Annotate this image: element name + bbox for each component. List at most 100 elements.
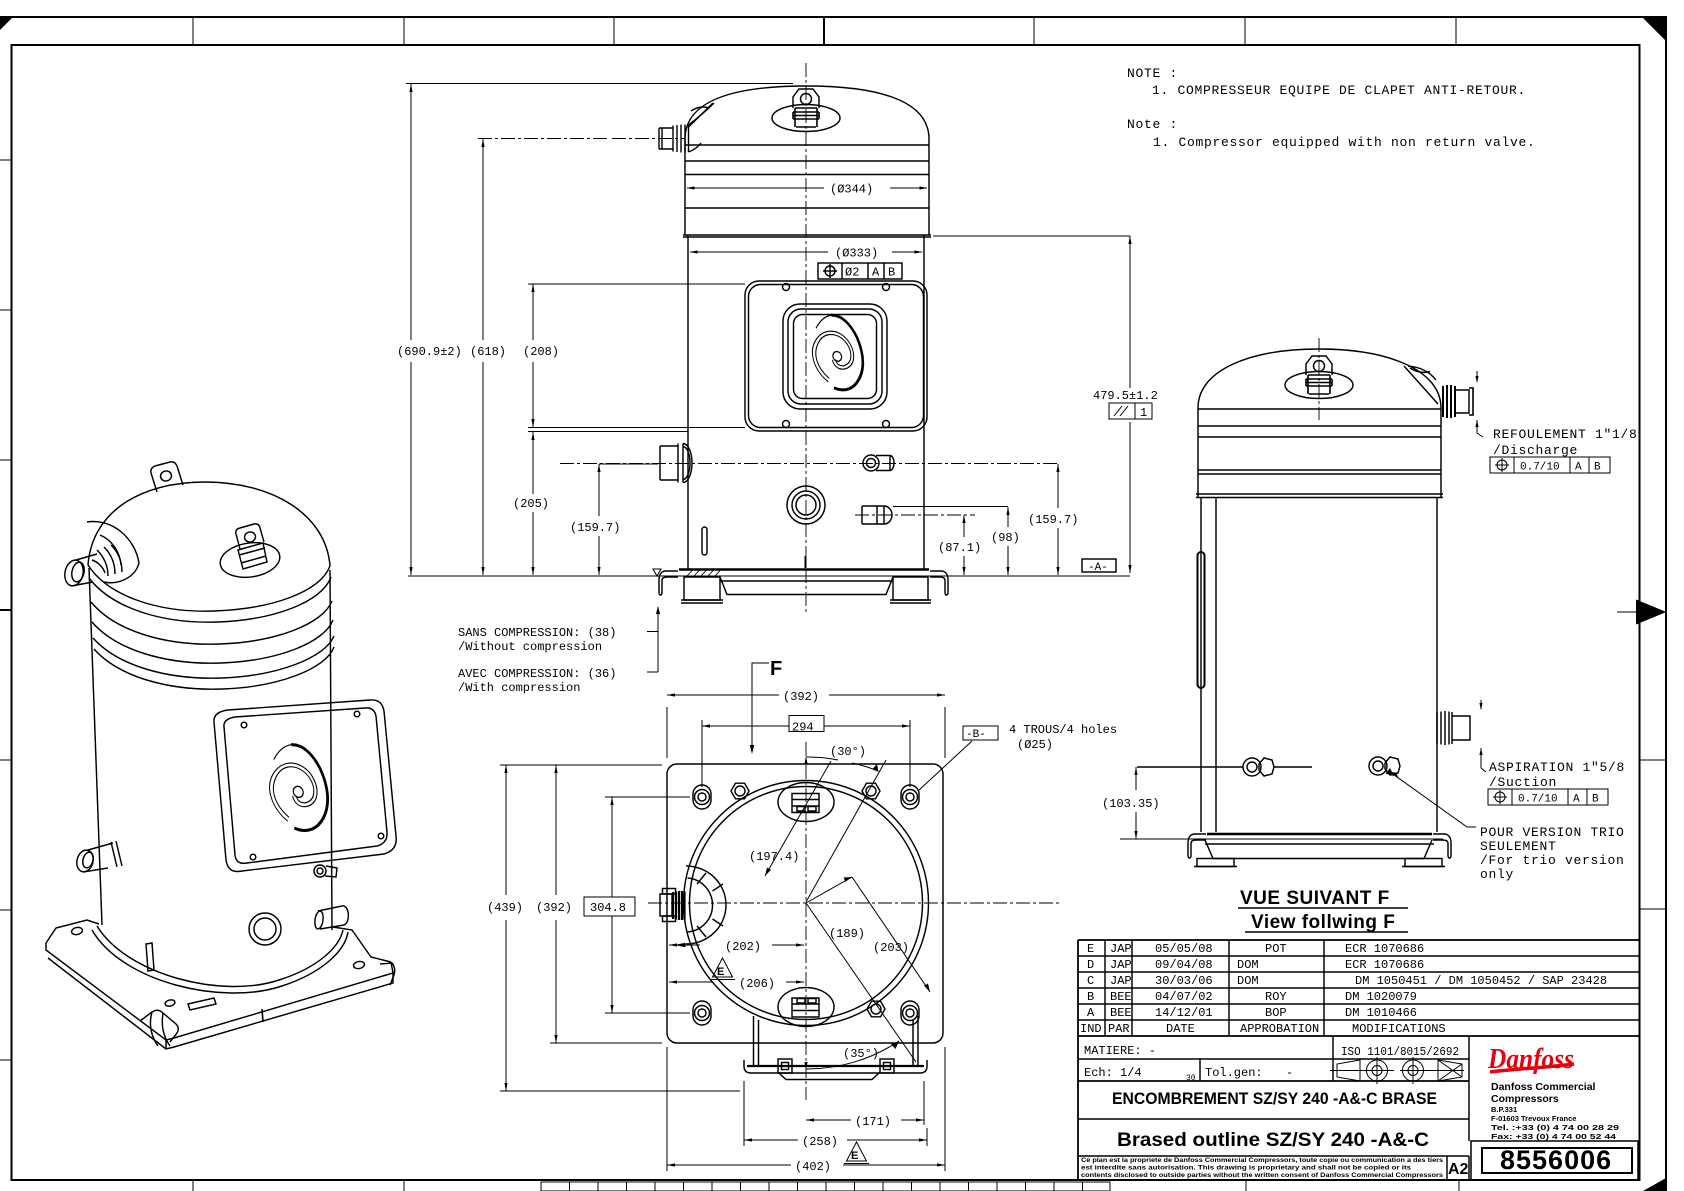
svg-text:(208): (208) bbox=[523, 345, 559, 359]
svg-text:SEULEMENT: SEULEMENT bbox=[1480, 839, 1557, 854]
svg-text:MATIERE: -: MATIERE: - bbox=[1084, 1044, 1156, 1058]
svg-text:View follwing F: View follwing F bbox=[1251, 912, 1395, 933]
svg-text:-A-: -A- bbox=[1088, 562, 1108, 574]
svg-text:30/03/06: 30/03/06 bbox=[1155, 974, 1213, 988]
svg-text:0.7/10: 0.7/10 bbox=[1520, 462, 1560, 474]
svg-text:F-01603 Trevoux France: F-01603 Trevoux France bbox=[1491, 1114, 1576, 1123]
svg-text:Tol.gen:: Tol.gen: bbox=[1205, 1066, 1263, 1080]
svg-text:JAP: JAP bbox=[1110, 974, 1132, 988]
svg-text:IND: IND bbox=[1080, 1022, 1102, 1036]
svg-text:Note :: Note : bbox=[1127, 117, 1178, 132]
svg-text:NOTE :: NOTE : bbox=[1127, 66, 1178, 81]
svg-text:POUR VERSION TRIO: POUR VERSION TRIO bbox=[1480, 825, 1625, 840]
svg-text:(35°): (35°) bbox=[843, 1047, 879, 1061]
svg-text:ECR 1070686: ECR 1070686 bbox=[1345, 958, 1424, 972]
svg-text:DM 1020079: DM 1020079 bbox=[1345, 990, 1417, 1004]
svg-text:(Ø344): (Ø344) bbox=[830, 183, 873, 197]
svg-text:(87.1): (87.1) bbox=[938, 541, 981, 555]
svg-text:BEE: BEE bbox=[1110, 1006, 1132, 1020]
svg-text:DM 1050451 / DM 1050452 / SAP: DM 1050451 / DM 1050452 / SAP 23428 bbox=[1355, 974, 1607, 988]
svg-text:BEE: BEE bbox=[1110, 990, 1132, 1004]
svg-text:(205): (205) bbox=[513, 497, 549, 511]
svg-text:E: E bbox=[717, 966, 724, 978]
svg-text:(Ø333): (Ø333) bbox=[835, 247, 878, 261]
svg-text:A: A bbox=[1087, 1006, 1095, 1020]
svg-text:1. COMPRESSEUR EQUIPE DE CLAPE: 1. COMPRESSEUR EQUIPE DE CLAPET ANTI-RET… bbox=[1152, 83, 1526, 98]
svg-text:Tel. :+33 (0) 4 74 00 28 29: Tel. :+33 (0) 4 74 00 28 29 bbox=[1491, 1123, 1619, 1132]
svg-text:05/05/08: 05/05/08 bbox=[1155, 942, 1213, 956]
svg-text:MODIFICATIONS: MODIFICATIONS bbox=[1352, 1022, 1446, 1036]
svg-text:ENCOMBREMENT SZ/SY 240 -A&-C B: ENCOMBREMENT SZ/SY 240 -A&-C BRASE bbox=[1112, 1089, 1437, 1108]
svg-text:Ce plan est la propriete de Da: Ce plan est la propriete de Danfoss Comm… bbox=[1081, 1157, 1444, 1164]
svg-text:only: only bbox=[1480, 867, 1514, 882]
svg-text:(392): (392) bbox=[536, 901, 572, 915]
svg-text:AVEC COMPRESSION: (36): AVEC COMPRESSION: (36) bbox=[458, 667, 616, 681]
svg-text:1. Compressor equipped with no: 1. Compressor equipped with non return v… bbox=[1153, 135, 1536, 150]
svg-text:Compressors: Compressors bbox=[1491, 1093, 1559, 1105]
svg-text:DOM: DOM bbox=[1237, 958, 1259, 972]
svg-text:/Discharge: /Discharge bbox=[1493, 443, 1578, 458]
svg-text:-B-: -B- bbox=[966, 729, 986, 741]
svg-text:ISO 1101/8015/2692: ISO 1101/8015/2692 bbox=[1341, 1045, 1459, 1059]
svg-text:VUE SUIVANT F: VUE SUIVANT F bbox=[1240, 888, 1390, 909]
svg-text:APPROBATION: APPROBATION bbox=[1240, 1022, 1319, 1036]
svg-text:(103.35): (103.35) bbox=[1102, 797, 1160, 811]
svg-text:JAP: JAP bbox=[1110, 942, 1132, 956]
svg-text:ASPIRATION 1"5/8: ASPIRATION 1"5/8 bbox=[1489, 760, 1625, 775]
svg-text:(203): (203) bbox=[873, 941, 909, 955]
svg-text:F: F bbox=[770, 658, 782, 680]
svg-text:(258): (258) bbox=[802, 1135, 838, 1149]
svg-text:/For trio version: /For trio version bbox=[1480, 853, 1625, 868]
svg-text:B: B bbox=[888, 266, 895, 280]
svg-text:04/07/02: 04/07/02 bbox=[1155, 990, 1213, 1004]
svg-text:(392): (392) bbox=[783, 690, 819, 704]
svg-text:BOP: BOP bbox=[1265, 1006, 1287, 1020]
svg-text:(159.7): (159.7) bbox=[570, 521, 620, 535]
svg-text:DATE: DATE bbox=[1166, 1022, 1195, 1036]
svg-text:30: 30 bbox=[1186, 1074, 1196, 1083]
svg-text:09/04/08: 09/04/08 bbox=[1155, 958, 1213, 972]
svg-text:Ø2: Ø2 bbox=[845, 266, 859, 280]
svg-text:ROY: ROY bbox=[1265, 990, 1287, 1004]
svg-text:contents disclosed to outside: contents disclosed to outside parties wi… bbox=[1081, 1172, 1444, 1179]
svg-text:0.7/10: 0.7/10 bbox=[1518, 794, 1558, 806]
svg-text:B: B bbox=[1087, 990, 1094, 1004]
svg-text:(439): (439) bbox=[487, 901, 523, 915]
svg-text:JAP: JAP bbox=[1110, 958, 1132, 972]
svg-text:(402): (402) bbox=[795, 1160, 831, 1174]
svg-text:A: A bbox=[872, 266, 880, 280]
svg-text:B: B bbox=[1592, 794, 1599, 806]
svg-text:B: B bbox=[1594, 462, 1601, 474]
svg-text:304.8: 304.8 bbox=[590, 901, 626, 915]
svg-text:Danfoss Commercial: Danfoss Commercial bbox=[1491, 1081, 1596, 1093]
svg-text:B.P.331: B.P.331 bbox=[1491, 1105, 1517, 1114]
svg-text:(159.7): (159.7) bbox=[1028, 513, 1078, 527]
svg-text:ECR 1070686: ECR 1070686 bbox=[1345, 942, 1424, 956]
svg-text:(30°): (30°) bbox=[830, 745, 866, 759]
svg-text:est interdite sans autorisatio: est interdite sans autorisation. This dr… bbox=[1081, 1165, 1412, 1172]
svg-text:A: A bbox=[1575, 462, 1582, 474]
svg-text:/Suction: /Suction bbox=[1489, 775, 1557, 790]
svg-text:/With compression: /With compression bbox=[458, 681, 580, 695]
svg-text:E: E bbox=[851, 1150, 858, 1162]
svg-text:D: D bbox=[1087, 958, 1094, 972]
svg-text:A: A bbox=[1573, 794, 1580, 806]
svg-text:Fax: +33 (0) 4 74 00 52 44: Fax: +33 (0) 4 74 00 52 44 bbox=[1491, 1132, 1617, 1141]
svg-text:294: 294 bbox=[792, 721, 814, 735]
svg-text:/Without compression: /Without compression bbox=[458, 640, 602, 654]
svg-text:-: - bbox=[1286, 1066, 1293, 1080]
svg-text:(98): (98) bbox=[991, 531, 1020, 545]
svg-text:(690.9±2): (690.9±2) bbox=[397, 345, 462, 359]
svg-text:8556006: 8556006 bbox=[1500, 1145, 1612, 1175]
svg-text:(171): (171) bbox=[855, 1115, 891, 1129]
svg-text:(197.4): (197.4) bbox=[749, 850, 799, 864]
svg-text:PAR: PAR bbox=[1108, 1022, 1130, 1036]
svg-text:POT: POT bbox=[1265, 942, 1287, 956]
svg-text:Ech: 1/4: Ech: 1/4 bbox=[1084, 1066, 1142, 1080]
svg-text:E: E bbox=[1087, 942, 1094, 956]
svg-text:SANS COMPRESSION: (38): SANS COMPRESSION: (38) bbox=[458, 626, 616, 640]
svg-text:Brased outline SZ/SY 240 -A&-C: Brased outline SZ/SY 240 -A&-C bbox=[1117, 1130, 1429, 1151]
svg-text:(Ø25): (Ø25) bbox=[1017, 738, 1053, 752]
svg-text:DM 1010466: DM 1010466 bbox=[1345, 1006, 1417, 1020]
svg-text:(206): (206) bbox=[739, 977, 775, 991]
